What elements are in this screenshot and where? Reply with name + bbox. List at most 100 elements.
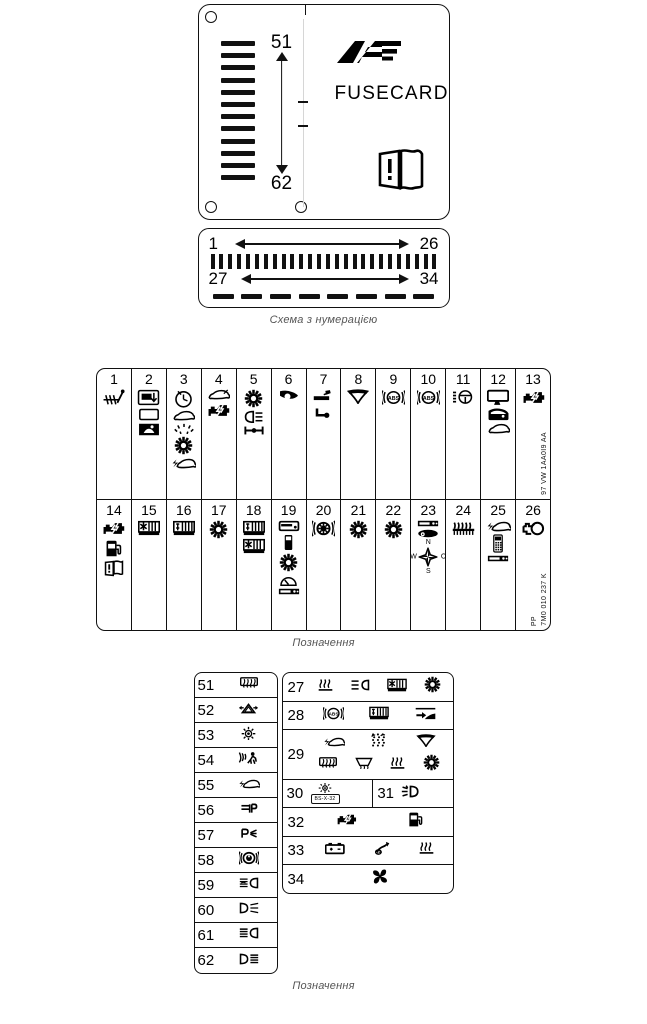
fuse-tick <box>220 138 255 144</box>
svg-text:ABS: ABS <box>328 711 338 717</box>
legend-number: 54 <box>197 751 215 769</box>
ac-radiator-icon <box>242 538 265 554</box>
legend-symbol-stack <box>312 869 448 889</box>
headlight-beam-icon <box>350 678 370 696</box>
legend-symbol <box>224 776 274 794</box>
arrow-head-up-icon <box>275 52 288 61</box>
legend-row-32: 32 <box>282 808 453 837</box>
symbol-cell-number: 7 <box>319 371 328 387</box>
car-bolt-icon <box>171 457 197 469</box>
symbol-stack <box>171 389 197 469</box>
car-bolt-icon <box>238 776 261 794</box>
legend-symbol-line <box>312 869 448 889</box>
legend-symbol-line: ABS <box>312 706 448 726</box>
legend-symbol-line <box>312 733 448 752</box>
control-unit-icon <box>278 520 300 532</box>
legend-row-54: 54 <box>194 748 277 773</box>
svg-text:ABS: ABS <box>388 396 400 402</box>
legend-number: 61 <box>197 926 215 944</box>
symbol-stack <box>278 389 300 401</box>
strip-tick <box>432 254 437 269</box>
sunroof-icon <box>137 389 160 406</box>
socket-icon <box>315 407 331 419</box>
abs-icon: ABS <box>381 389 405 406</box>
legend-left-column: 51 52 53 54 55 56 57 58 59 60 61 62 <box>193 672 278 974</box>
car-bolt-icon <box>486 520 511 532</box>
gauge-icon <box>279 574 298 586</box>
parking-lamp-icon <box>240 826 258 844</box>
legend-symbol-stack: ABS <box>312 706 448 726</box>
airbag-icon <box>311 520 335 537</box>
heater-radiator-icon <box>172 520 195 536</box>
fusecard-figure: 51 62 FUSECARD <box>0 4 647 326</box>
brand-text: FUSECARD <box>334 83 449 104</box>
fuse-tick <box>220 101 255 107</box>
strip-tick <box>269 294 291 299</box>
legend-cell-30: 30 BS-X-32 <box>283 780 374 807</box>
low-beam-icon <box>239 952 259 970</box>
strip-label-1: 1 <box>208 234 218 253</box>
legend-number: 33 <box>287 842 305 859</box>
legend-number: 30 <box>286 785 304 802</box>
symbol-cell-3: 3 <box>167 369 202 499</box>
fuel-pump-icon <box>408 811 423 833</box>
legend-symbol <box>224 926 274 944</box>
symbol-cell-number: 5 <box>249 371 258 387</box>
strip-tick <box>290 254 295 269</box>
legend-row-62: 62 <box>195 948 277 973</box>
legend-number: 51 <box>197 676 215 694</box>
gear-sun-icon <box>384 520 403 539</box>
strip-tick <box>219 254 224 269</box>
strip-tick <box>212 294 234 299</box>
symbol-cell-number: 2 <box>144 371 153 387</box>
abs-icon: ABS <box>321 706 345 726</box>
range-arrow-line <box>280 59 283 167</box>
arrow-head-right-icon <box>398 274 409 284</box>
clock-icon <box>174 389 193 408</box>
car-rear-icon <box>487 423 510 434</box>
screw-hole-icon <box>204 11 217 23</box>
symbol-stack <box>278 520 300 595</box>
symbol-cell-number: 1 <box>110 371 118 387</box>
gear-sun-icon <box>279 553 298 572</box>
symbol-legend-figure: 1 2 3 4 5 6 7 8 9 ABS <box>0 368 647 649</box>
strip-tick <box>334 254 339 269</box>
strip-tick <box>308 254 313 269</box>
strip-tick <box>210 254 215 269</box>
legend-row-34: 34 <box>283 865 453 893</box>
horn-icon <box>278 389 300 401</box>
legend-symbol-line <box>312 676 448 698</box>
radio-icon <box>278 588 300 595</box>
strip-tick <box>361 254 366 269</box>
symbol-cell-number: 23 <box>420 502 437 518</box>
rear-window-heating-icon <box>318 756 337 774</box>
symbol-cell-number: 24 <box>455 502 472 518</box>
screw-hole-icon <box>294 201 307 213</box>
fuse-tick <box>220 89 255 95</box>
fuse-range-top-label: 51 <box>270 32 293 53</box>
symbol-cell-13: 13 97 VW 1AA0I9 AA <box>516 369 550 499</box>
arrow-line <box>249 278 400 280</box>
legend-symbol-stack <box>312 676 448 698</box>
strip-tick <box>298 294 320 299</box>
arrow-head-down-icon <box>275 165 288 174</box>
strip-tick <box>237 254 242 269</box>
seat-heating-wave-icon <box>390 756 405 775</box>
engine-check-icon <box>207 402 230 419</box>
strip-arrow-1-26 <box>234 239 409 249</box>
symbol-cell-number: 18 <box>245 502 262 518</box>
symbol-stack <box>102 520 125 577</box>
material-code-vertical: PP <box>531 615 539 626</box>
fog-light-icon <box>239 876 259 894</box>
rear-window-icon <box>138 408 160 421</box>
strip-tick <box>388 254 392 269</box>
figure2-caption: Позначення <box>292 637 355 649</box>
windscreen-heating-icon <box>354 756 373 774</box>
symbol-cell-number: 17 <box>210 502 227 518</box>
symbol-stack <box>349 520 368 539</box>
symbol-cell-2: 2 <box>132 369 167 499</box>
legend-row-52: 52 <box>194 698 277 723</box>
fuse-tick <box>220 126 255 132</box>
legend-number: 55 <box>197 776 215 794</box>
